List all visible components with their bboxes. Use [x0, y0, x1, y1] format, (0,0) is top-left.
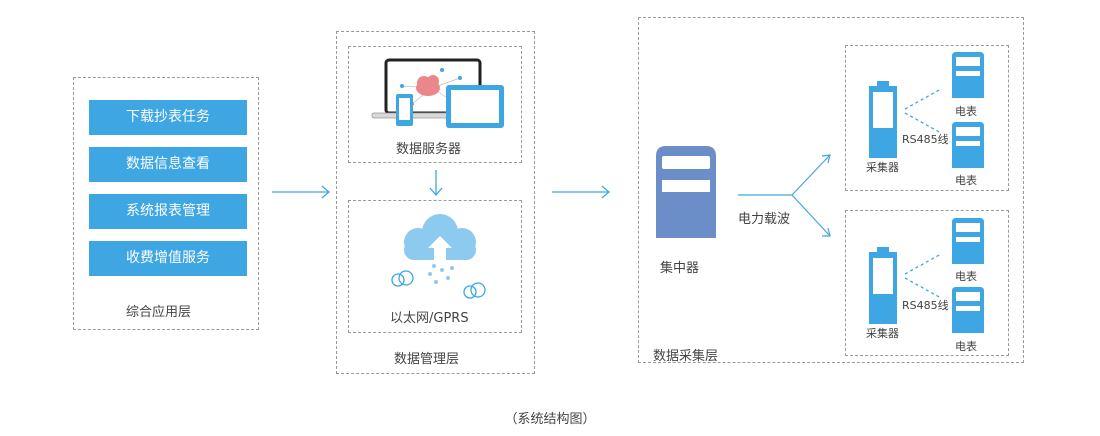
arrow-down-icon	[429, 170, 443, 196]
collect-layer-box	[638, 17, 1024, 363]
meter-label: 电表	[955, 174, 977, 187]
concentrator-icon	[656, 146, 716, 238]
server-box	[348, 46, 522, 163]
collect-layer-title: 数据采集层	[653, 349, 719, 364]
app-layer-box	[73, 77, 259, 330]
concentrator-label: 集中器	[660, 261, 700, 276]
collector-icon	[869, 247, 897, 324]
network-box	[348, 200, 522, 333]
meter-label: 电表	[955, 270, 977, 283]
server-label: 数据服务器	[396, 142, 462, 157]
collector-group-top	[845, 45, 1009, 191]
charge-service-button[interactable]: 收费增值服务	[89, 241, 247, 276]
meter-icon	[952, 52, 984, 98]
app-layer-title: 综合应用层	[126, 305, 192, 320]
meter-label: 电表	[955, 105, 977, 118]
collector-label: 采集器	[866, 327, 899, 340]
arrow-right-icon	[272, 185, 330, 199]
rs485-link	[904, 253, 942, 299]
collector-label: 采集器	[866, 161, 899, 174]
data-layer-box	[336, 31, 535, 374]
data-layer-title: 数据管理层	[394, 352, 460, 367]
bus-label: RS485线	[902, 133, 949, 146]
cloud-upload-icon	[391, 214, 486, 299]
data-view-button[interactable]: 数据信息查看	[89, 147, 247, 182]
meter-icon	[952, 122, 984, 168]
download-task-button[interactable]: 下载抄表任务	[89, 100, 247, 135]
rs485-link	[904, 88, 942, 134]
plc-label: 电力载波	[738, 212, 791, 227]
bus-label: RS485线	[902, 299, 949, 312]
meter-icon	[952, 287, 984, 333]
collector-group-bottom	[845, 210, 1009, 356]
meter-icon	[952, 218, 984, 264]
plc-fork-lines	[738, 154, 831, 237]
network-label: 以太网/GPRS	[390, 311, 469, 326]
collector-icon	[869, 81, 897, 158]
server-devices-icon	[371, 58, 504, 128]
meter-label: 电表	[955, 340, 977, 353]
report-manage-button[interactable]: 系统报表管理	[89, 194, 247, 229]
figure-caption: （系统结构图）	[504, 412, 596, 427]
arrow-right-icon	[552, 185, 610, 199]
